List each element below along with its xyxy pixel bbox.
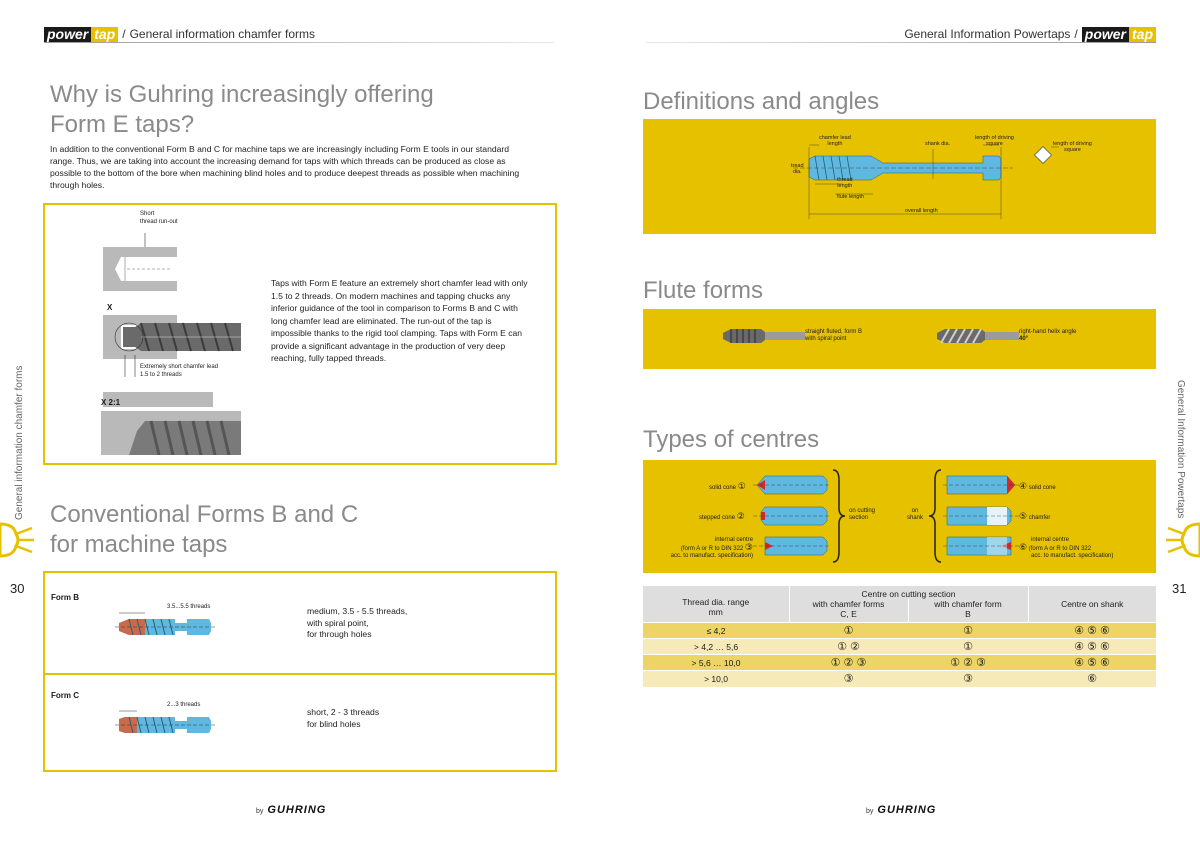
definitions-diagram bbox=[793, 144, 1059, 219]
form-e-diagram bbox=[103, 233, 241, 407]
detail-x-label: X bbox=[107, 303, 113, 312]
right-side-label: General Information Powertaps bbox=[1175, 380, 1186, 519]
left-stepped-cone-label: stepped cone ② bbox=[699, 511, 745, 521]
left-tab-ornament-icon bbox=[0, 522, 34, 558]
left-page-number: 30 bbox=[10, 581, 25, 596]
left-header-title: General information chamfer forms bbox=[129, 27, 315, 41]
form-c-description: short, 2 - 3 threads for blind holes bbox=[307, 707, 380, 729]
right-tab-ornament-icon bbox=[1166, 522, 1200, 558]
extreme-chamfer-label: Extremely short chamfer lead 1.5 to 2 th… bbox=[140, 364, 219, 378]
guhring-logo: GUHRING bbox=[877, 804, 937, 816]
form-e-box: Short thread run-out X Extremely short c… bbox=[43, 203, 557, 465]
forms-bc-heading: Conventional Forms B and C for machine t… bbox=[50, 501, 359, 558]
right-solid-cone-label: ④ solid cone bbox=[1019, 481, 1056, 491]
short-runout-label: Short thread run-out bbox=[140, 211, 178, 225]
table-row: > 5,6 … 10,0 ① ② ③ ① ② ③ ④ ⑤ ⑥ bbox=[643, 654, 1156, 671]
col-group-cutting: Centre on cutting section bbox=[788, 586, 1028, 599]
right-footer: by GUHRING bbox=[866, 804, 937, 816]
right-header-title: General Information Powertaps bbox=[904, 27, 1071, 41]
left-header-rule bbox=[44, 42, 554, 43]
left-solid-cone-label: solid cone ① bbox=[709, 481, 746, 491]
form-e-heading: Why is Guhring increasingly offering For… bbox=[50, 81, 434, 138]
right-internal-centre-label: internal centre ⑥ (form A or R to DIN 32… bbox=[1019, 537, 1114, 559]
centres-diagram bbox=[753, 469, 1019, 563]
left-side-label: General information chamfer forms bbox=[14, 365, 25, 520]
left-footer: by GUHRING bbox=[256, 804, 327, 816]
overall-length-label: overall length bbox=[905, 208, 938, 214]
form-b-dim: 3.5...5.5 threads bbox=[167, 604, 211, 610]
form-c-tap-diagram bbox=[115, 710, 215, 734]
header-separator: / bbox=[1074, 27, 1078, 41]
form-divider bbox=[45, 673, 555, 675]
form-c-dim: 2...3 threads bbox=[167, 702, 201, 708]
detail-x21-label: X 2:1 bbox=[101, 398, 121, 407]
centres-panel: solid cone ① stepped cone ② internal cen… bbox=[643, 460, 1156, 573]
forms-bc-box: Form B 3.5...5.5 threads medium, 3.5 - 5… bbox=[43, 571, 557, 772]
zoom-detail-diagram bbox=[101, 411, 241, 455]
definitions-heading: Definitions and angles bbox=[643, 88, 880, 115]
right-page-number: 31 bbox=[1172, 581, 1187, 596]
shank-dia-label: shank dia. bbox=[925, 141, 951, 147]
flute-forms-heading: Flute forms bbox=[643, 277, 764, 304]
form-b-title: Form B bbox=[51, 593, 79, 602]
table-row: > 10,0 ③ ③ ⑥ bbox=[643, 670, 1156, 687]
guhring-logo: GUHRING bbox=[267, 804, 327, 816]
flute-length-label: flute length bbox=[837, 194, 864, 200]
left-internal-centre-label: internal centre (form A or R to DIN 322 … bbox=[670, 537, 753, 559]
table-row: ≤ 4,2 ① ① ④ ⑤ ⑥ bbox=[643, 622, 1156, 639]
right-chamfer-label: ⑤ chamfer bbox=[1019, 511, 1051, 521]
helix-flute-tap-icon bbox=[937, 328, 1019, 344]
form-e-description: Taps with Form E feature an extremely sh… bbox=[271, 278, 528, 363]
form-b-description: medium, 3.5 - 5.5 threads, with spiral p… bbox=[307, 606, 408, 639]
form-c-title: Form C bbox=[51, 691, 79, 700]
col-centre-shank: Centre on shank bbox=[1027, 586, 1156, 623]
header-separator: / bbox=[122, 27, 126, 41]
right-header-rule bbox=[646, 42, 1156, 43]
form-b-tap-diagram bbox=[115, 612, 215, 636]
straight-flute-tap-icon bbox=[723, 329, 805, 343]
types-of-centres-heading: Types of centres bbox=[643, 426, 820, 453]
table-row: > 4,2 … 5,6 ① ② ① ④ ⑤ ⑥ bbox=[643, 638, 1156, 655]
form-e-intro: In addition to the conventional Form B a… bbox=[50, 144, 520, 190]
